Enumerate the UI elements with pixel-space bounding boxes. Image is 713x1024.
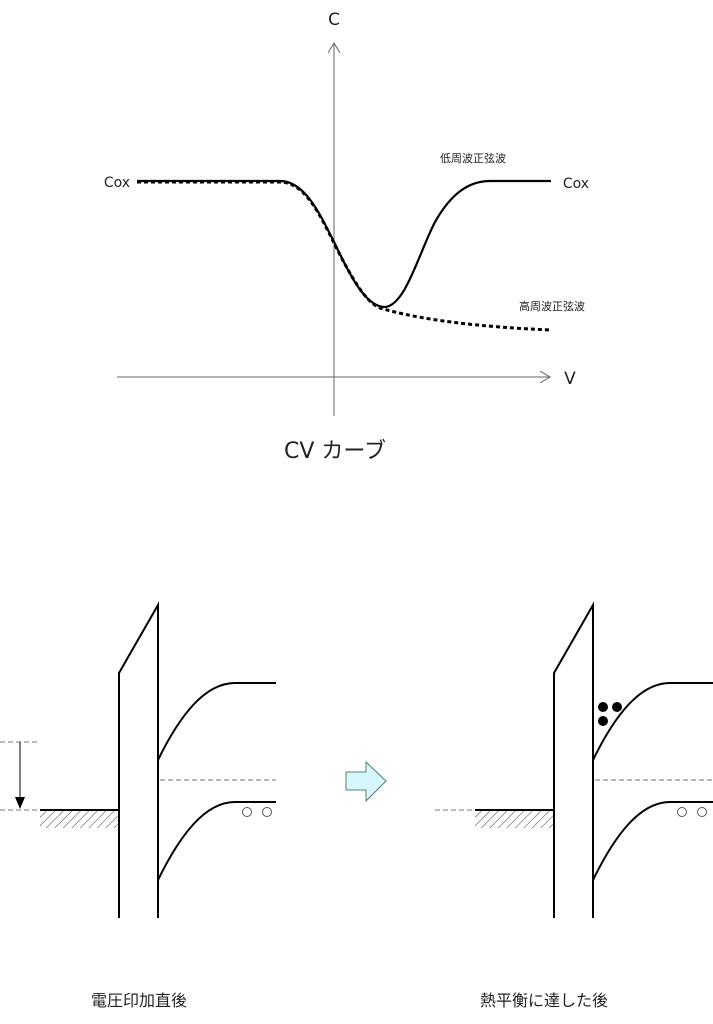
- metal-hatch: [40, 810, 119, 828]
- oxide-layer: [118, 601, 159, 918]
- c-axis-label: C: [328, 10, 340, 30]
- metal-hatch: [475, 810, 554, 828]
- hole-icon: [242, 807, 252, 817]
- conduction-band: [592, 682, 713, 761]
- hole-icon: [677, 807, 687, 817]
- electron-icon: [612, 702, 622, 712]
- band-diagram-thermal-equilibrium: [435, 601, 713, 918]
- cox-right-label: Cox: [563, 176, 589, 192]
- chart-title: CV カーブ: [284, 439, 386, 464]
- right-caption: 熱平衡に達した後: [480, 991, 608, 1010]
- cox-left-label: Cox: [104, 175, 130, 191]
- high-freq-label: 高周波正弦波: [519, 299, 585, 313]
- conduction-band: [157, 682, 276, 761]
- low-freq-curve: [137, 179, 551, 309]
- left-caption: 電圧印加直後: [91, 991, 187, 1010]
- transition-arrow-icon: [345, 760, 387, 803]
- arrow-head-icon: [15, 797, 25, 809]
- v-axis-label: V: [564, 369, 576, 389]
- oxide-layer: [553, 601, 594, 918]
- hole-icon: [262, 807, 272, 817]
- hole-icon: [697, 807, 707, 817]
- high-freq-curve: [137, 180, 552, 332]
- band-diagram-after-voltage: 電圧印加直後: [0, 601, 276, 1010]
- electron-icon: [598, 702, 608, 712]
- electron-icon: [598, 716, 608, 726]
- valence-band: [157, 801, 276, 881]
- valence-band: [592, 801, 713, 881]
- cv-chart: C V Cox Cox 低周波正弦波 高周波正弦波 CV カーブ: [104, 10, 589, 464]
- low-freq-label: 低周波正弦波: [440, 151, 506, 165]
